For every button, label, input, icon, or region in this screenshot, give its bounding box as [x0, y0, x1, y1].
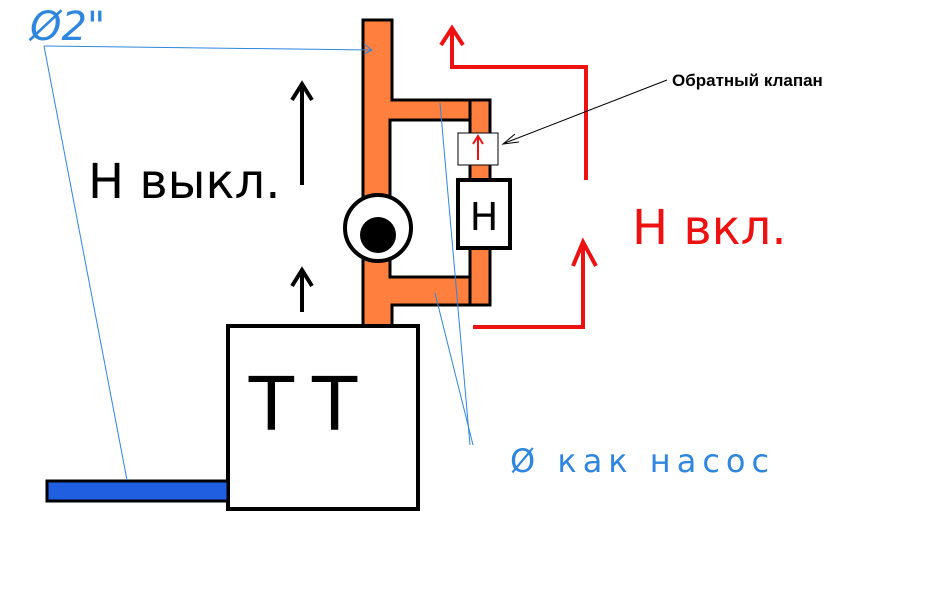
flow-arrows-off: [290, 80, 314, 312]
h-off-label: Н выкл.: [88, 154, 280, 210]
h-on-label: Н вкл.: [632, 200, 787, 256]
boiler: ТТ: [226, 324, 420, 511]
diameter-pump-label: Ø как насос: [510, 442, 775, 480]
pump-letter: Н: [470, 195, 499, 239]
boiler-label: ТТ: [248, 362, 375, 448]
supply-pipe: [45, 479, 230, 503]
circulation-pump-symbol: [343, 193, 413, 263]
diameter-pump-leaders: [434, 102, 474, 446]
pump-box: Н: [456, 178, 512, 250]
flow-arrows-on: [439, 24, 598, 329]
diameter-2in-leaders: [43, 43, 373, 481]
diameter-2in-label: Ø2": [28, 4, 105, 50]
check-valve-label: Обратный клапан: [672, 71, 823, 90]
check-valve-leader: [501, 79, 668, 145]
check-valve: [457, 132, 499, 166]
